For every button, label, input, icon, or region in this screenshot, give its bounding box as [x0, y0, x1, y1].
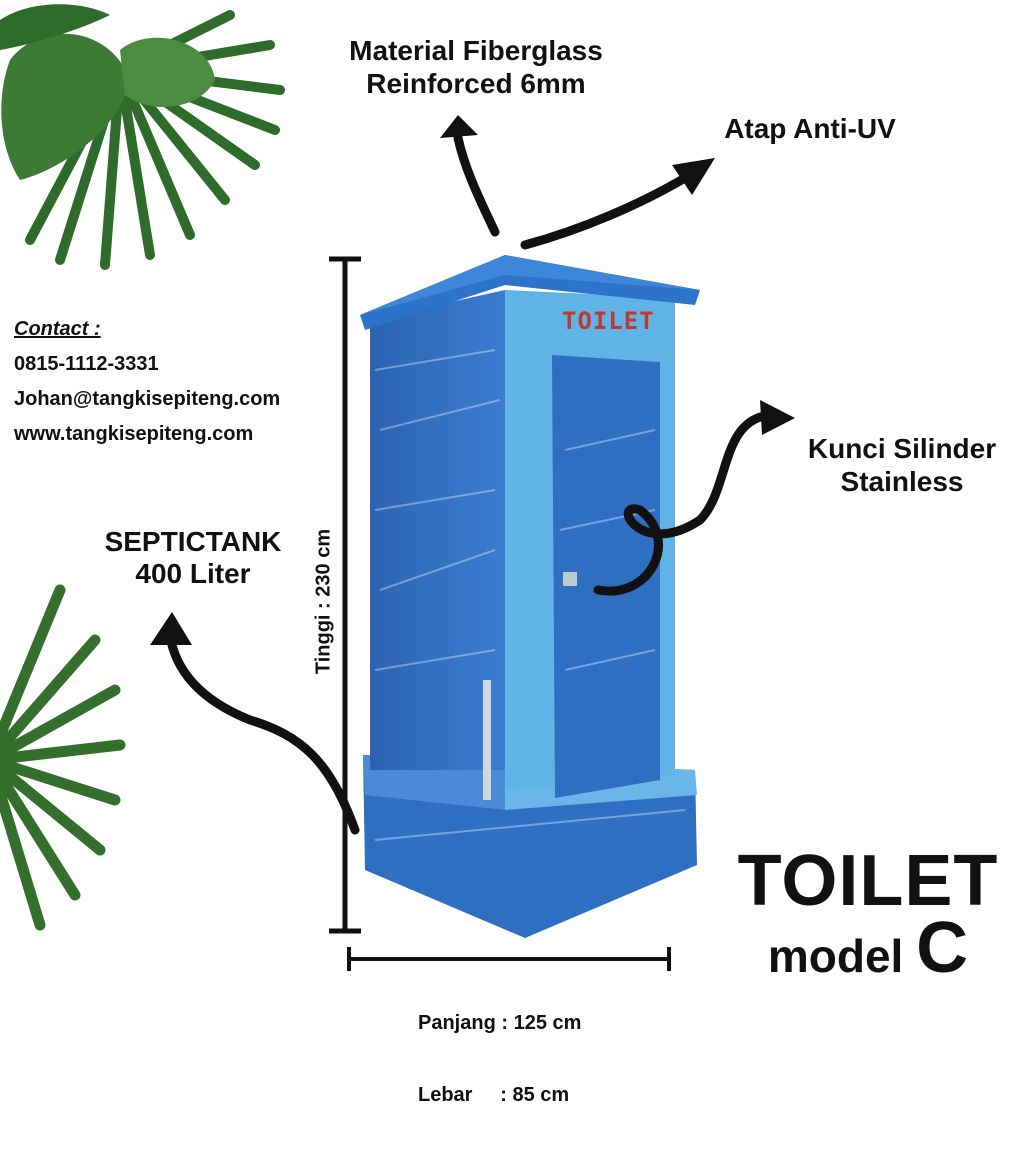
- height-label: Tinggi : 230 cm: [312, 528, 335, 675]
- product-title-main: TOILET: [737, 841, 999, 921]
- dimension-labels: Panjang : 125 cm Lebar : 85 cm: [418, 963, 581, 1155]
- label-kunci: Kunci Silinder Stainless: [788, 432, 1016, 498]
- contact-email: Johan@tangkisepiteng.com: [14, 388, 281, 410]
- arrows-overlay: [150, 115, 795, 835]
- arrowhead-septic: [150, 612, 192, 645]
- label-kunci-line1: Kunci Silinder: [807, 433, 997, 464]
- contact-website: www.tangkisepiteng.com: [14, 423, 254, 445]
- label-septic: SEPTICTANK 400 Liter: [82, 526, 304, 590]
- label-kunci-line2: Stainless: [840, 466, 964, 497]
- arrow-kunci: [593, 410, 775, 596]
- label-septic-line2: 400 Liter: [135, 558, 251, 589]
- leaf-decoration-bottom: [0, 584, 126, 931]
- toilet-sign: TOILET: [562, 307, 655, 335]
- arrowhead-atap: [672, 158, 715, 195]
- height-dimension-line: [329, 256, 361, 934]
- length-dimension-line: [347, 947, 671, 971]
- contact-phone: 0815-1112-3331: [14, 353, 159, 375]
- contact-block: Contact : 0815-1112-3331 Johan@tangkisep…: [14, 312, 280, 452]
- model-letter: C: [916, 908, 969, 988]
- length-label: Panjang : 125 cm: [418, 1012, 582, 1034]
- product-title-model: model C: [736, 912, 1000, 986]
- width-label: Lebar : 85 cm: [418, 1084, 570, 1106]
- arrow-material: [453, 133, 500, 237]
- label-material-line1: Material Fiberglass: [349, 35, 603, 66]
- label-atap: Atap Anti-UV: [724, 113, 896, 144]
- product-image-canvas: TOILET Material Fiberglass Reinforced 6m…: [0, 4, 1016, 1106]
- product-title: TOILET model C: [736, 842, 1000, 986]
- label-material: Material Fiberglass Reinforced 6mm: [318, 34, 634, 100]
- label-septic-line1: SEPTICTANK: [104, 526, 282, 557]
- model-word: model: [767, 930, 917, 982]
- lock-icon: [563, 572, 577, 586]
- arrowhead-kunci: [760, 400, 795, 435]
- arrow-septic: [165, 630, 360, 835]
- arrowhead-material: [440, 115, 478, 138]
- arrow-atap: [520, 170, 695, 250]
- label-material-line2: Reinforced 6mm: [366, 68, 586, 99]
- portable-toilet-image: [360, 255, 700, 938]
- contact-heading: Contact :: [14, 318, 101, 340]
- leaf-decoration-top: [0, 4, 285, 270]
